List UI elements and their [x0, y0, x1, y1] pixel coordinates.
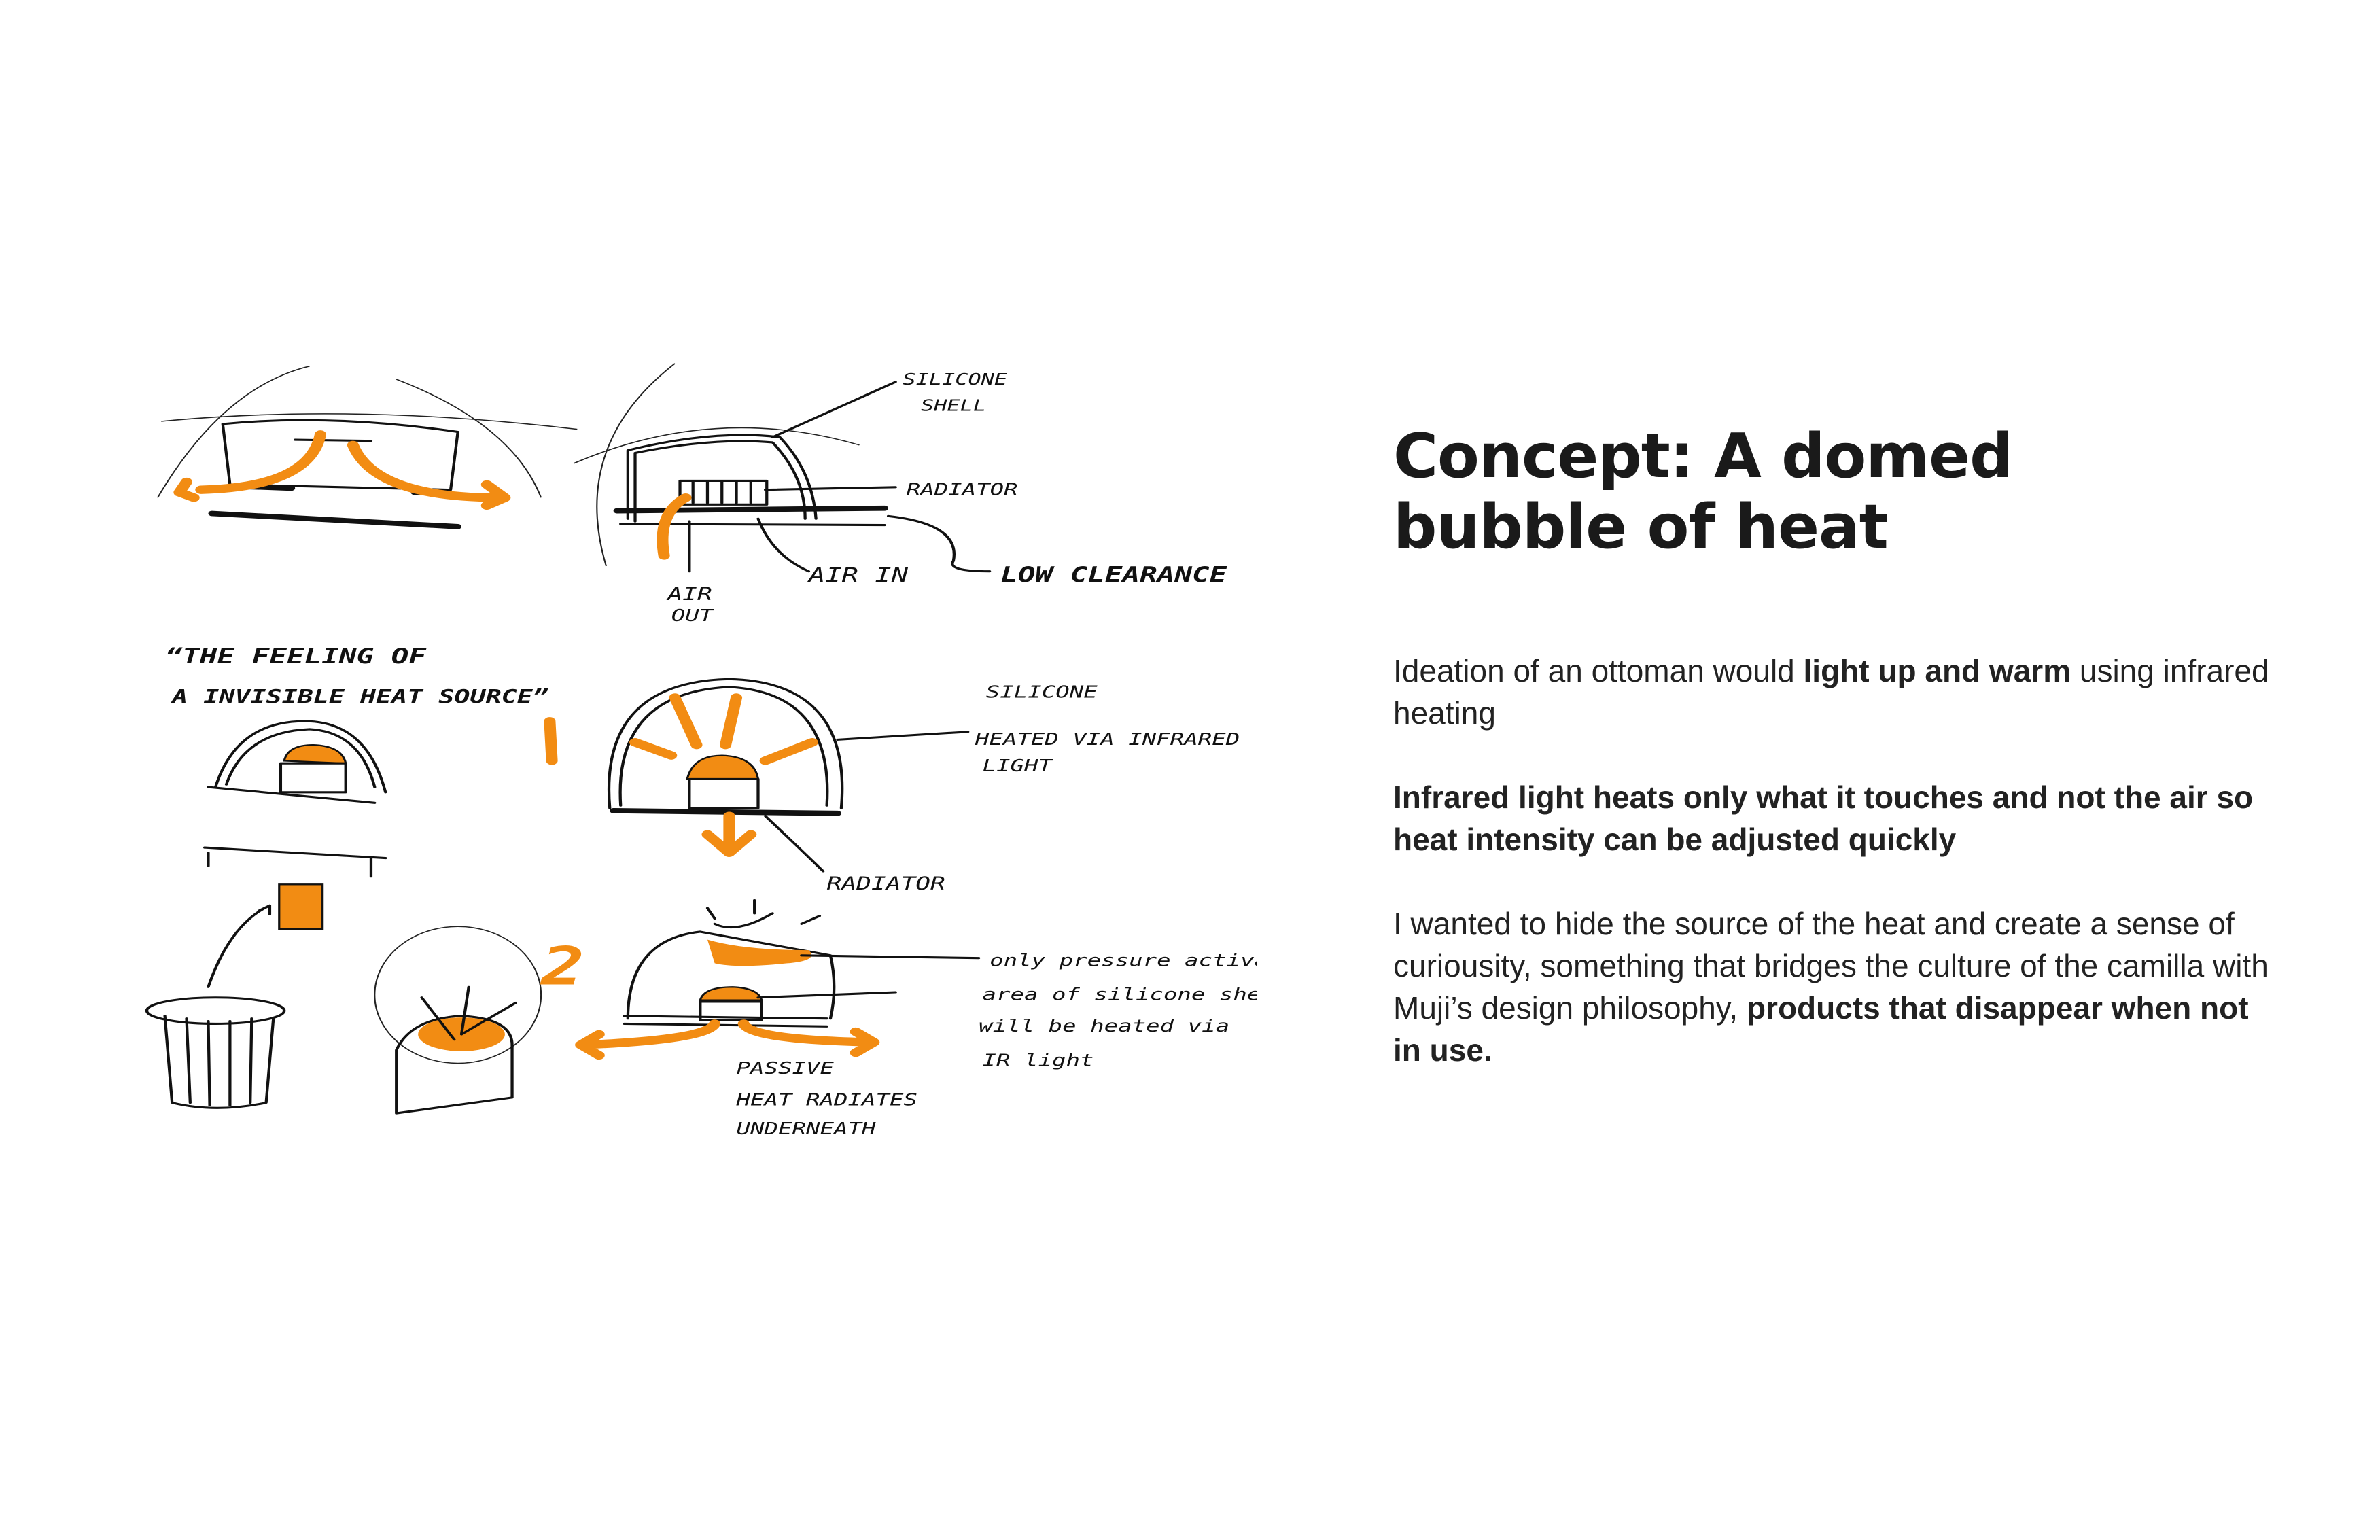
label-passive-1: PASSIVE [737, 1059, 835, 1079]
ideation-text: Ideation of an ottoman would [1393, 653, 1804, 688]
label-air-out-1: AIR [666, 584, 712, 605]
intent-text: I wanted to hide the source of the heat … [1393, 906, 2269, 1026]
paragraph-intent: I wanted to hide the source of the heat … [1393, 903, 2277, 1071]
label-pressure-3: will be heated via [979, 1017, 1229, 1036]
ideation-text-end: using infrared heating [1393, 653, 2269, 731]
label-silicone: SILICONE [986, 682, 1098, 702]
label-silicone-shell-1: SILICONE [903, 370, 1007, 388]
label-radiator-top: RADIATOR [907, 480, 1018, 500]
label-passive-3: UNDERNEATH [737, 1119, 877, 1139]
label-low-clearance: LOW CLEARANCE [1000, 562, 1227, 587]
concept-text-panel: Concept: A domed bubble of heat Ideation… [1393, 421, 2277, 1071]
sketch-exploded-parts [145, 720, 387, 1109]
page-title: Concept: A domed bubble of heat [1393, 421, 2277, 563]
paragraph-ideation: Ideation of an ottoman would light up an… [1393, 650, 2277, 734]
label-heated-via-1: HEATED VIA INFRARED [975, 730, 1240, 750]
sketch-cross-section [573, 363, 992, 573]
label-passive-2: HEAT RADIATES [735, 1090, 917, 1110]
label-heated-via-2: LIGHT [982, 756, 1053, 775]
sketch-dome-infrared [608, 678, 970, 873]
label-quote-1: “THE FEELING OF [165, 644, 427, 669]
sketch-ottoman-globe [374, 926, 542, 1115]
label-quote-2: A INVISIBLE HEAT SOURCE” [171, 685, 548, 707]
label-pressure-4: IR light [982, 1051, 1093, 1070]
label-pressure-2: area of silicone shell [982, 985, 1257, 1004]
label-pressure-1: only pressure activated [990, 951, 1257, 970]
sketch-low-ottoman [156, 365, 578, 529]
label-air-out-2: OUT [671, 606, 715, 626]
label-silicone-shell-2: SHELL [921, 396, 986, 415]
sketch-dome-pressure [575, 898, 981, 1060]
label-radiator-mid: RADIATOR [827, 874, 945, 894]
label-number-2: 2 [540, 936, 584, 997]
concept-sketch: SILICONE SHELL RADIATOR AIR IN AIR OUT L… [145, 363, 1257, 1139]
label-air-in: AIR IN [807, 564, 909, 587]
intent-emphasis: products that disappear when not in use. [1393, 990, 2249, 1068]
ideation-emphasis: light up and warm [1803, 653, 2071, 688]
number-1-mark [544, 717, 558, 765]
paragraph-infrared: Infrared light heats only what it touche… [1393, 780, 2254, 857]
title-line-1: Concept: A domed [1393, 421, 2014, 492]
title-line-2: bubble of heat [1393, 491, 1889, 563]
